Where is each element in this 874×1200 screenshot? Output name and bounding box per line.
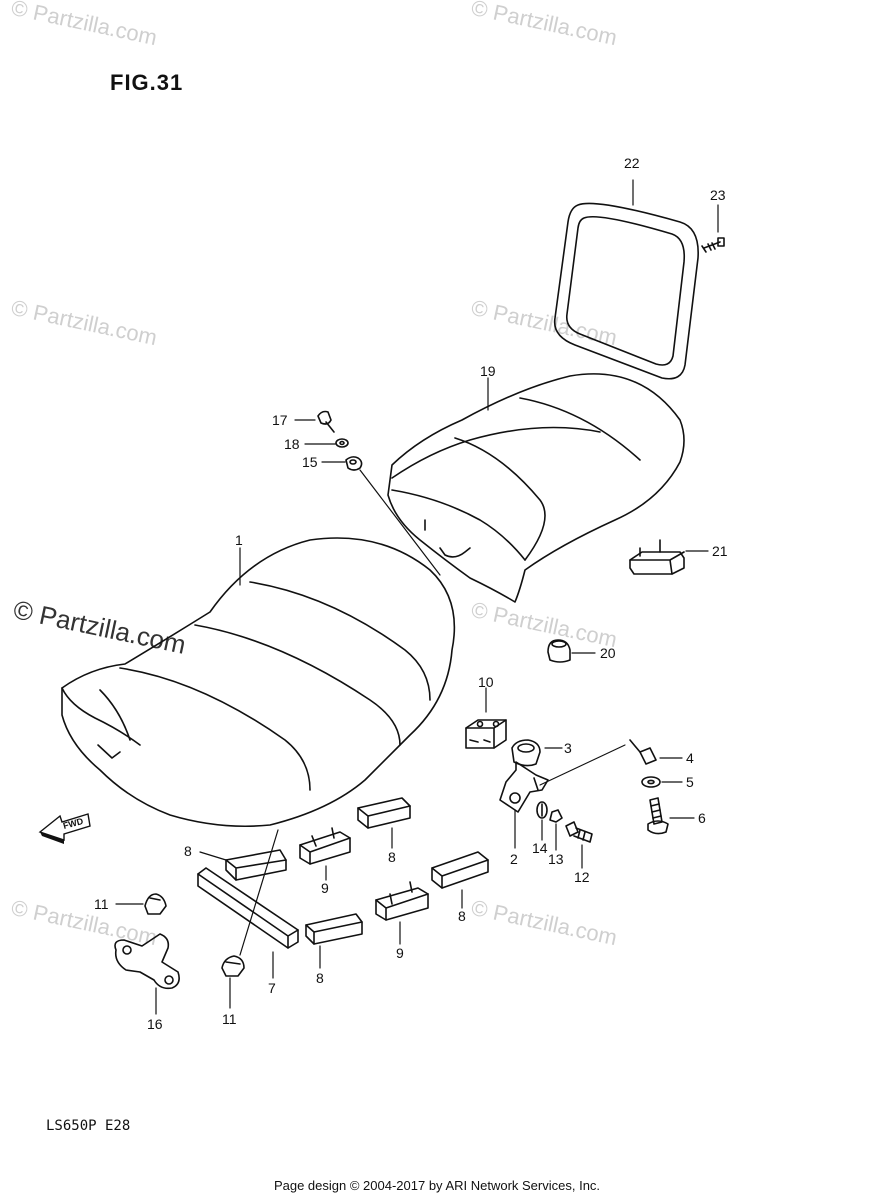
callout-3: 3 xyxy=(564,740,572,756)
callout-1: 1 xyxy=(235,532,243,548)
callout-22: 22 xyxy=(624,155,640,171)
callout-8: 8 xyxy=(184,843,192,859)
callout-16: 16 xyxy=(147,1016,163,1032)
front-seat-part xyxy=(61,537,456,828)
callout-21: 21 xyxy=(712,543,728,559)
mounting-plate-part xyxy=(114,933,180,990)
seat-strip-part xyxy=(197,867,299,949)
callout-9: 9 xyxy=(396,945,404,961)
nut-part xyxy=(345,456,363,471)
callout-4: 4 xyxy=(686,750,694,766)
rubber-pad-part xyxy=(225,849,287,881)
callout-11: 11 xyxy=(222,1011,237,1027)
callout-5: 5 xyxy=(686,774,694,790)
grommet-part xyxy=(547,639,571,663)
callout-15: 15 xyxy=(302,454,318,470)
backrest-pad-part xyxy=(553,202,699,380)
clip-part xyxy=(221,955,245,977)
bolt-part xyxy=(647,797,669,835)
callout-17: 17 xyxy=(272,412,288,428)
callout-11: 11 xyxy=(94,896,109,912)
bolt-part xyxy=(317,410,335,433)
screw-part xyxy=(701,237,725,253)
callout-9: 9 xyxy=(321,880,329,896)
page-footer: Page design © 2004-2017 by ARI Network S… xyxy=(273,1178,601,1193)
callout-18: 18 xyxy=(284,436,300,452)
callout-13: 13 xyxy=(548,851,564,867)
callout-7: 7 xyxy=(268,980,276,996)
model-code: LS650P E28 xyxy=(46,1118,131,1134)
cushion-block-part xyxy=(465,719,507,749)
collar-part xyxy=(629,739,657,765)
washer-part xyxy=(335,438,349,448)
figure-title: FIG.31 xyxy=(110,70,184,95)
cushion-part xyxy=(511,739,541,767)
callout-23: 23 xyxy=(710,187,726,203)
callout-8: 8 xyxy=(316,970,324,986)
callout-19: 19 xyxy=(480,363,496,379)
seat-bracket-part xyxy=(499,761,549,813)
callout-20: 20 xyxy=(600,645,616,661)
damper-block-part xyxy=(299,827,351,865)
callout-10: 10 xyxy=(478,674,494,690)
fwd-arrow-icon: FWD xyxy=(38,813,91,844)
callout-8: 8 xyxy=(458,908,466,924)
washer-part xyxy=(641,776,661,788)
callout-8: 8 xyxy=(388,849,396,865)
lock-washer-part xyxy=(536,801,548,819)
rubber-pad-part xyxy=(305,913,363,945)
bolt-part xyxy=(565,821,593,843)
callout-2: 2 xyxy=(510,851,518,867)
damper-block-part xyxy=(375,881,429,921)
rubber-damper-part xyxy=(629,539,685,575)
callout-14: 14 xyxy=(532,840,548,856)
nut-part xyxy=(549,809,563,823)
callout-12: 12 xyxy=(574,869,590,885)
rear-seat-part xyxy=(387,373,685,603)
rubber-pad-part xyxy=(431,851,489,889)
clip-part xyxy=(144,893,167,915)
rubber-pad-part xyxy=(357,797,411,829)
callout-6: 6 xyxy=(698,810,706,826)
